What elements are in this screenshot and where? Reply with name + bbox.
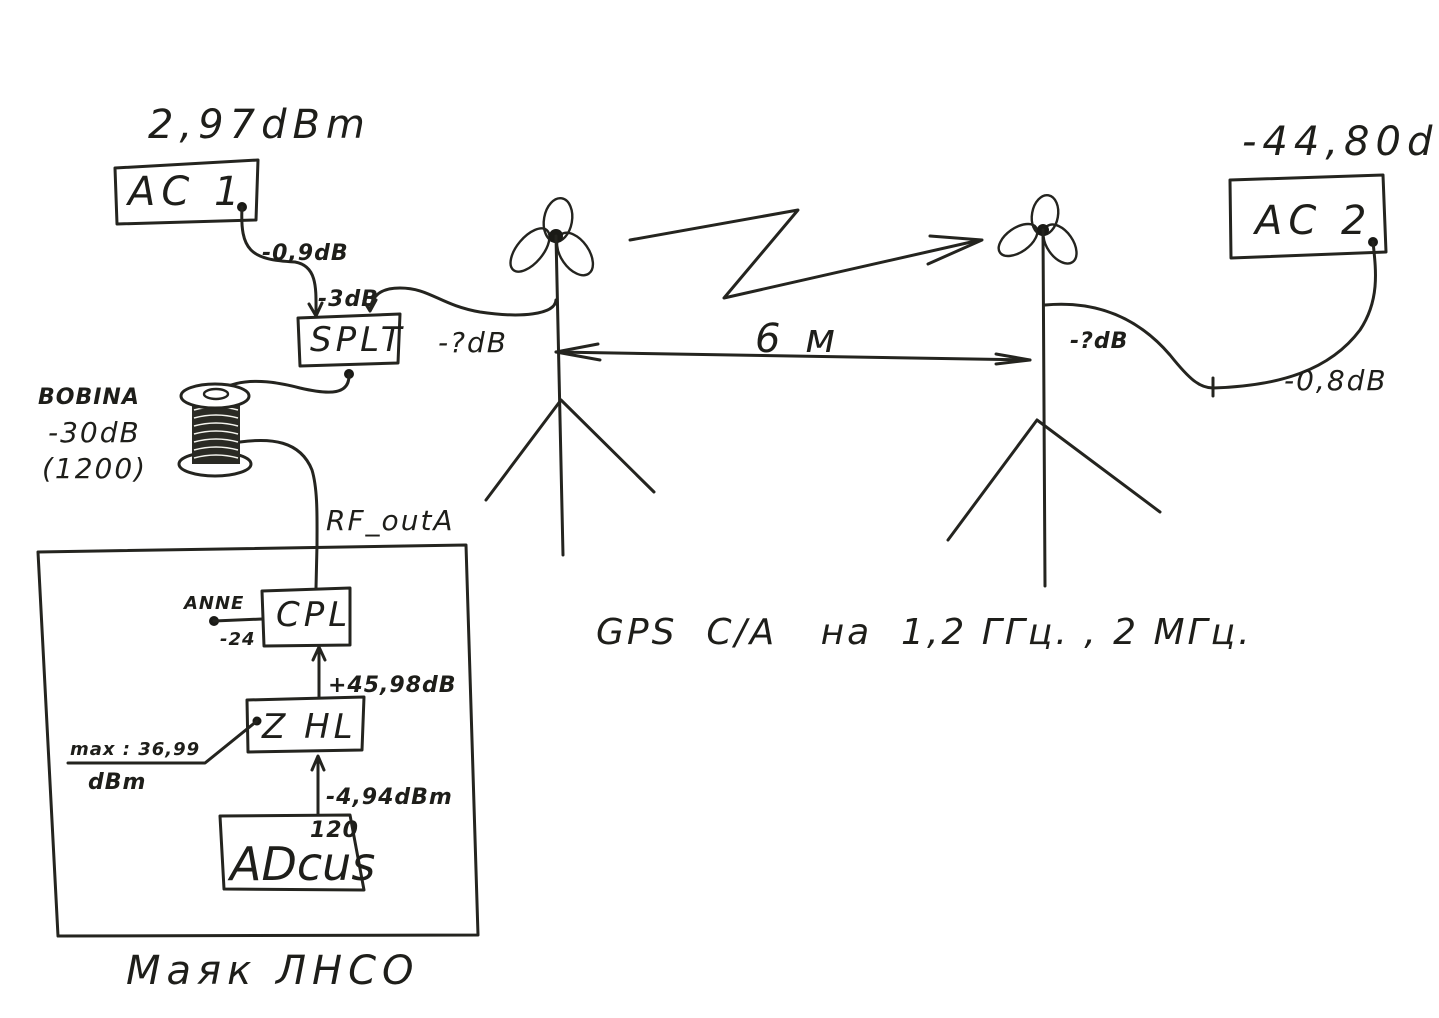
ac1-box	[113, 158, 260, 226]
rx-ac2-cable	[1043, 240, 1377, 390]
rx-antenna	[946, 193, 1162, 588]
distance-arrowhead-left	[554, 342, 602, 362]
amplifier-block: Z HL max : 36,99 dBm	[66, 695, 366, 795]
coil-rf-cable	[238, 438, 319, 547]
coil-core-hole	[202, 387, 230, 401]
coil: BOBINA -30dB (1200)	[38, 382, 253, 485]
tx-antenna-mast	[554, 234, 565, 557]
coil-loss-label: -30dB	[48, 416, 141, 449]
tx-antenna-cable	[368, 286, 558, 317]
splitter-block: SPLT -3dB	[296, 287, 406, 368]
radio-link-arrowhead	[926, 234, 984, 266]
coupler-coupling-label: -24	[220, 629, 256, 650]
ac1-cable-loss-label: -0,9dB	[262, 241, 349, 266]
ac1-label: AC 1	[125, 169, 245, 215]
amp-coupler-arrowhead	[311, 645, 327, 662]
coil-top-flange	[179, 382, 251, 410]
ac2-box	[1228, 173, 1388, 260]
coupler-block: CPL ANNE -24	[182, 586, 352, 650]
coupler-port-line	[212, 617, 264, 623]
coil-name-label: BOBINA	[38, 385, 140, 410]
signal-description: GPS C/A на 1,2 ГГц. , 2 МГц.	[596, 612, 1253, 653]
ac1-power-label: 2,97dBm	[148, 102, 371, 148]
tx-cable-arrowhead	[362, 298, 378, 313]
distance-line	[554, 350, 1032, 362]
generator-box	[218, 813, 366, 892]
tx-antenna-legs	[484, 398, 656, 502]
rf-output-label: RF_outA	[326, 504, 455, 537]
coupler-label: CPL	[276, 595, 351, 635]
splitter-box	[296, 312, 402, 368]
amplifier-box	[245, 695, 366, 754]
ac2-label: AC 2	[1252, 198, 1372, 244]
beacon-label: Маяк ЛНСО	[126, 948, 420, 994]
distance-label: 6 м	[755, 316, 841, 362]
amp-max-line1: max : 36,99	[70, 739, 200, 760]
ac1-block: 2,97dBm AC 1	[113, 102, 371, 226]
distance-arrowhead-right	[994, 352, 1032, 366]
amp-gain-label: +45,98dB	[328, 673, 457, 698]
coupler-port-label: ANNE	[182, 593, 244, 614]
gen-amp-arrowhead	[310, 754, 326, 772]
generator-out-label: -4,94dBm	[326, 785, 453, 810]
generator-label: ADcus	[227, 837, 375, 891]
ac2-block: -44,80dBm AC 2	[1228, 119, 1439, 260]
coil-winding-lines	[193, 406, 239, 459]
amplifier-label: Z HL	[261, 707, 357, 747]
rx-cable-loss-label: -?dB	[1070, 329, 1128, 354]
tx-cable-loss-label: -?dB	[438, 326, 508, 359]
splitter-coil-cable	[218, 372, 351, 394]
radio-link-arrow	[628, 208, 982, 300]
coil-length-label: (1200)	[42, 452, 147, 485]
amp-max-line2: dBm	[88, 770, 146, 795]
generator-block: ADcus 120	[218, 813, 375, 892]
rf-out-line	[314, 543, 319, 590]
tx-antenna-petal-left	[509, 227, 551, 273]
ac2-cable-loss-label: -0,8dB	[1284, 364, 1388, 397]
tx-antenna	[484, 196, 656, 557]
generator-index-label: 120	[310, 818, 359, 843]
ac2-power-label: -44,80dBm	[1242, 119, 1439, 165]
rx-antenna-petal-left	[997, 222, 1039, 258]
beacon-enclosure	[36, 543, 480, 938]
rx-antenna-mast	[1041, 228, 1047, 588]
rx-antenna-legs	[946, 418, 1162, 542]
amplifier-max-leader	[66, 719, 259, 765]
splitter-label: SPLT	[310, 320, 406, 360]
coupler-box	[260, 586, 352, 648]
ac1-splitter-cable	[240, 205, 318, 317]
